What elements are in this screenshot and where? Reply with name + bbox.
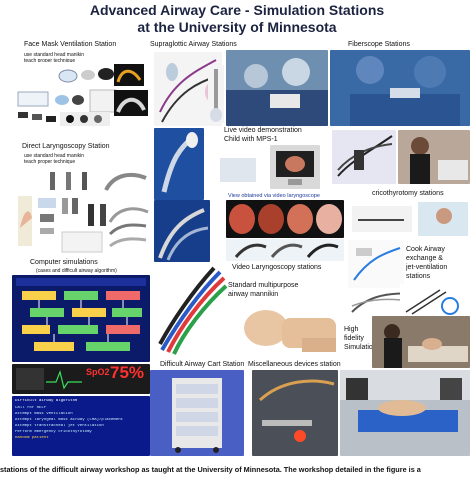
fiberscope-training-photo	[398, 130, 470, 184]
poster: Advanced Airway Care - Simulation Statio…	[12, 2, 470, 456]
supraglottic-label: Supraglottic Airway Stations	[150, 41, 237, 48]
cook-airway-label-3: jet-ventilation	[406, 264, 448, 271]
live-video-label-1: Live video demonstration	[224, 127, 302, 134]
sim-line-5: Perform emergency cricothyrotomy	[15, 430, 92, 434]
live-procedure-photo-1	[226, 50, 328, 126]
face-mask-devices-photo	[14, 62, 150, 132]
fiberscope-device-photo	[332, 130, 396, 184]
sim-line-6: Random patient	[15, 436, 49, 440]
high-fidelity-label-2: fidelity	[344, 335, 364, 342]
computer-sim-sub: (cases and difficult airway algorithm)	[36, 268, 117, 274]
cricothyrotomy-label: cricothyrotomy stations	[372, 190, 444, 197]
cook-airway-label-2: exchange &	[406, 255, 443, 262]
cook-airway-label-4: stations	[406, 273, 431, 280]
video-laryngoscopy-label: Video Laryngoscopy stations	[232, 264, 322, 271]
algorithm-flowchart	[16, 278, 146, 351]
spo2-label: SpO2	[86, 367, 110, 377]
fiberscope-procedure-photo	[330, 50, 470, 126]
sim-line-4: Attempt transtracheal jet ventilation	[15, 424, 104, 428]
monitor-waveform	[16, 368, 82, 390]
sim-line-0: Difficult airway algorithm	[15, 399, 78, 403]
airway-tubes-photo	[156, 266, 228, 356]
lma-single-photo	[208, 65, 224, 123]
live-demo-equipment-photo	[214, 150, 262, 190]
multipurpose-mannikin-photo	[232, 298, 342, 356]
face-mask-station-label: Face Mask Ventilation Station	[24, 41, 117, 48]
dl-sub1: use standard head manikin	[24, 153, 85, 159]
sim-line-2: Attempt mask ventilation	[15, 412, 73, 416]
patient-monitor-photo: SpO2 75%	[12, 364, 150, 394]
poster-title-line2: at the University of Minnesota	[137, 19, 337, 35]
multipurpose-label-1: Standard multipurpose	[228, 282, 299, 289]
supraglottic-photo-3	[154, 200, 210, 262]
cook-airway-photo	[348, 240, 404, 288]
laryngoscope-blades-photo	[14, 168, 152, 258]
sim-line-1: Call for HELP	[15, 406, 47, 410]
view-obtained-label: View obtained via video laryngoscope	[228, 193, 320, 199]
live-video-label-2: Child with MPS-1	[224, 136, 278, 143]
poster-title-line1: Advanced Airway Care - Simulation Statio…	[89, 2, 385, 18]
face-mask-sub2: teach proper technique	[24, 58, 76, 64]
spo2-value: 75%	[110, 364, 145, 382]
cricothyrotomy-photo	[348, 200, 470, 238]
multipurpose-label-2: airway mannikin	[228, 291, 279, 298]
algorithm-screen	[12, 275, 150, 362]
high-fidelity-label-3: Simulation	[344, 344, 377, 351]
difficult-airway-cart-photo	[150, 370, 244, 456]
cook-airway-label-1: Cook Airway	[406, 246, 445, 253]
sim-line-3: Attempt laryngeal mask airway (LMA)/plac…	[15, 418, 124, 422]
supraglottic-photo-2	[154, 128, 204, 200]
video-monitor-photo	[270, 145, 320, 189]
misc-devices-label: Miscellaneous devices station	[248, 361, 341, 368]
face-mask-sub1: use standard head manikin	[24, 52, 85, 58]
misc-devices-photo	[252, 370, 338, 456]
high-fidelity-sim-photo	[372, 316, 470, 368]
dl-sub2: teach proper technique	[24, 159, 76, 165]
fiberscope-label: Fiberscope Stations	[348, 41, 410, 48]
video-laryngoscope-views	[226, 200, 344, 238]
direct-laryngoscopy-label: Direct Laryngoscopy Station	[22, 143, 110, 150]
figure-caption: stations of the difficult airway worksho…	[0, 463, 474, 477]
algorithm-text-screen: Difficult airway algorithm Call for HELP…	[12, 396, 150, 456]
difficult-cart-label: Difficult Airway Cart Station	[160, 361, 245, 368]
instruments-photo	[400, 284, 470, 318]
video-laryngoscopes-photo	[226, 239, 344, 261]
high-fidelity-label-1: High	[344, 326, 359, 333]
computer-sim-label: Computer simulations	[30, 259, 98, 266]
simulation-room-photo	[340, 370, 470, 456]
